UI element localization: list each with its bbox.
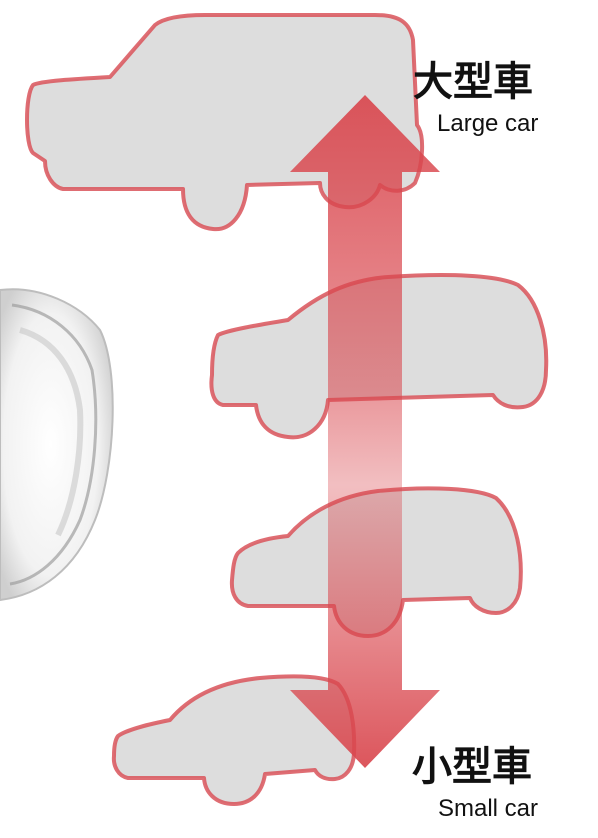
large-car-label-jp: 大型車 xyxy=(413,62,533,102)
small-car-label-jp: 小型車 xyxy=(412,747,532,787)
large-car-label-en: Large car xyxy=(437,112,538,136)
headlamp-icon xyxy=(0,289,113,600)
small-car-label-en: Small car xyxy=(438,797,538,821)
